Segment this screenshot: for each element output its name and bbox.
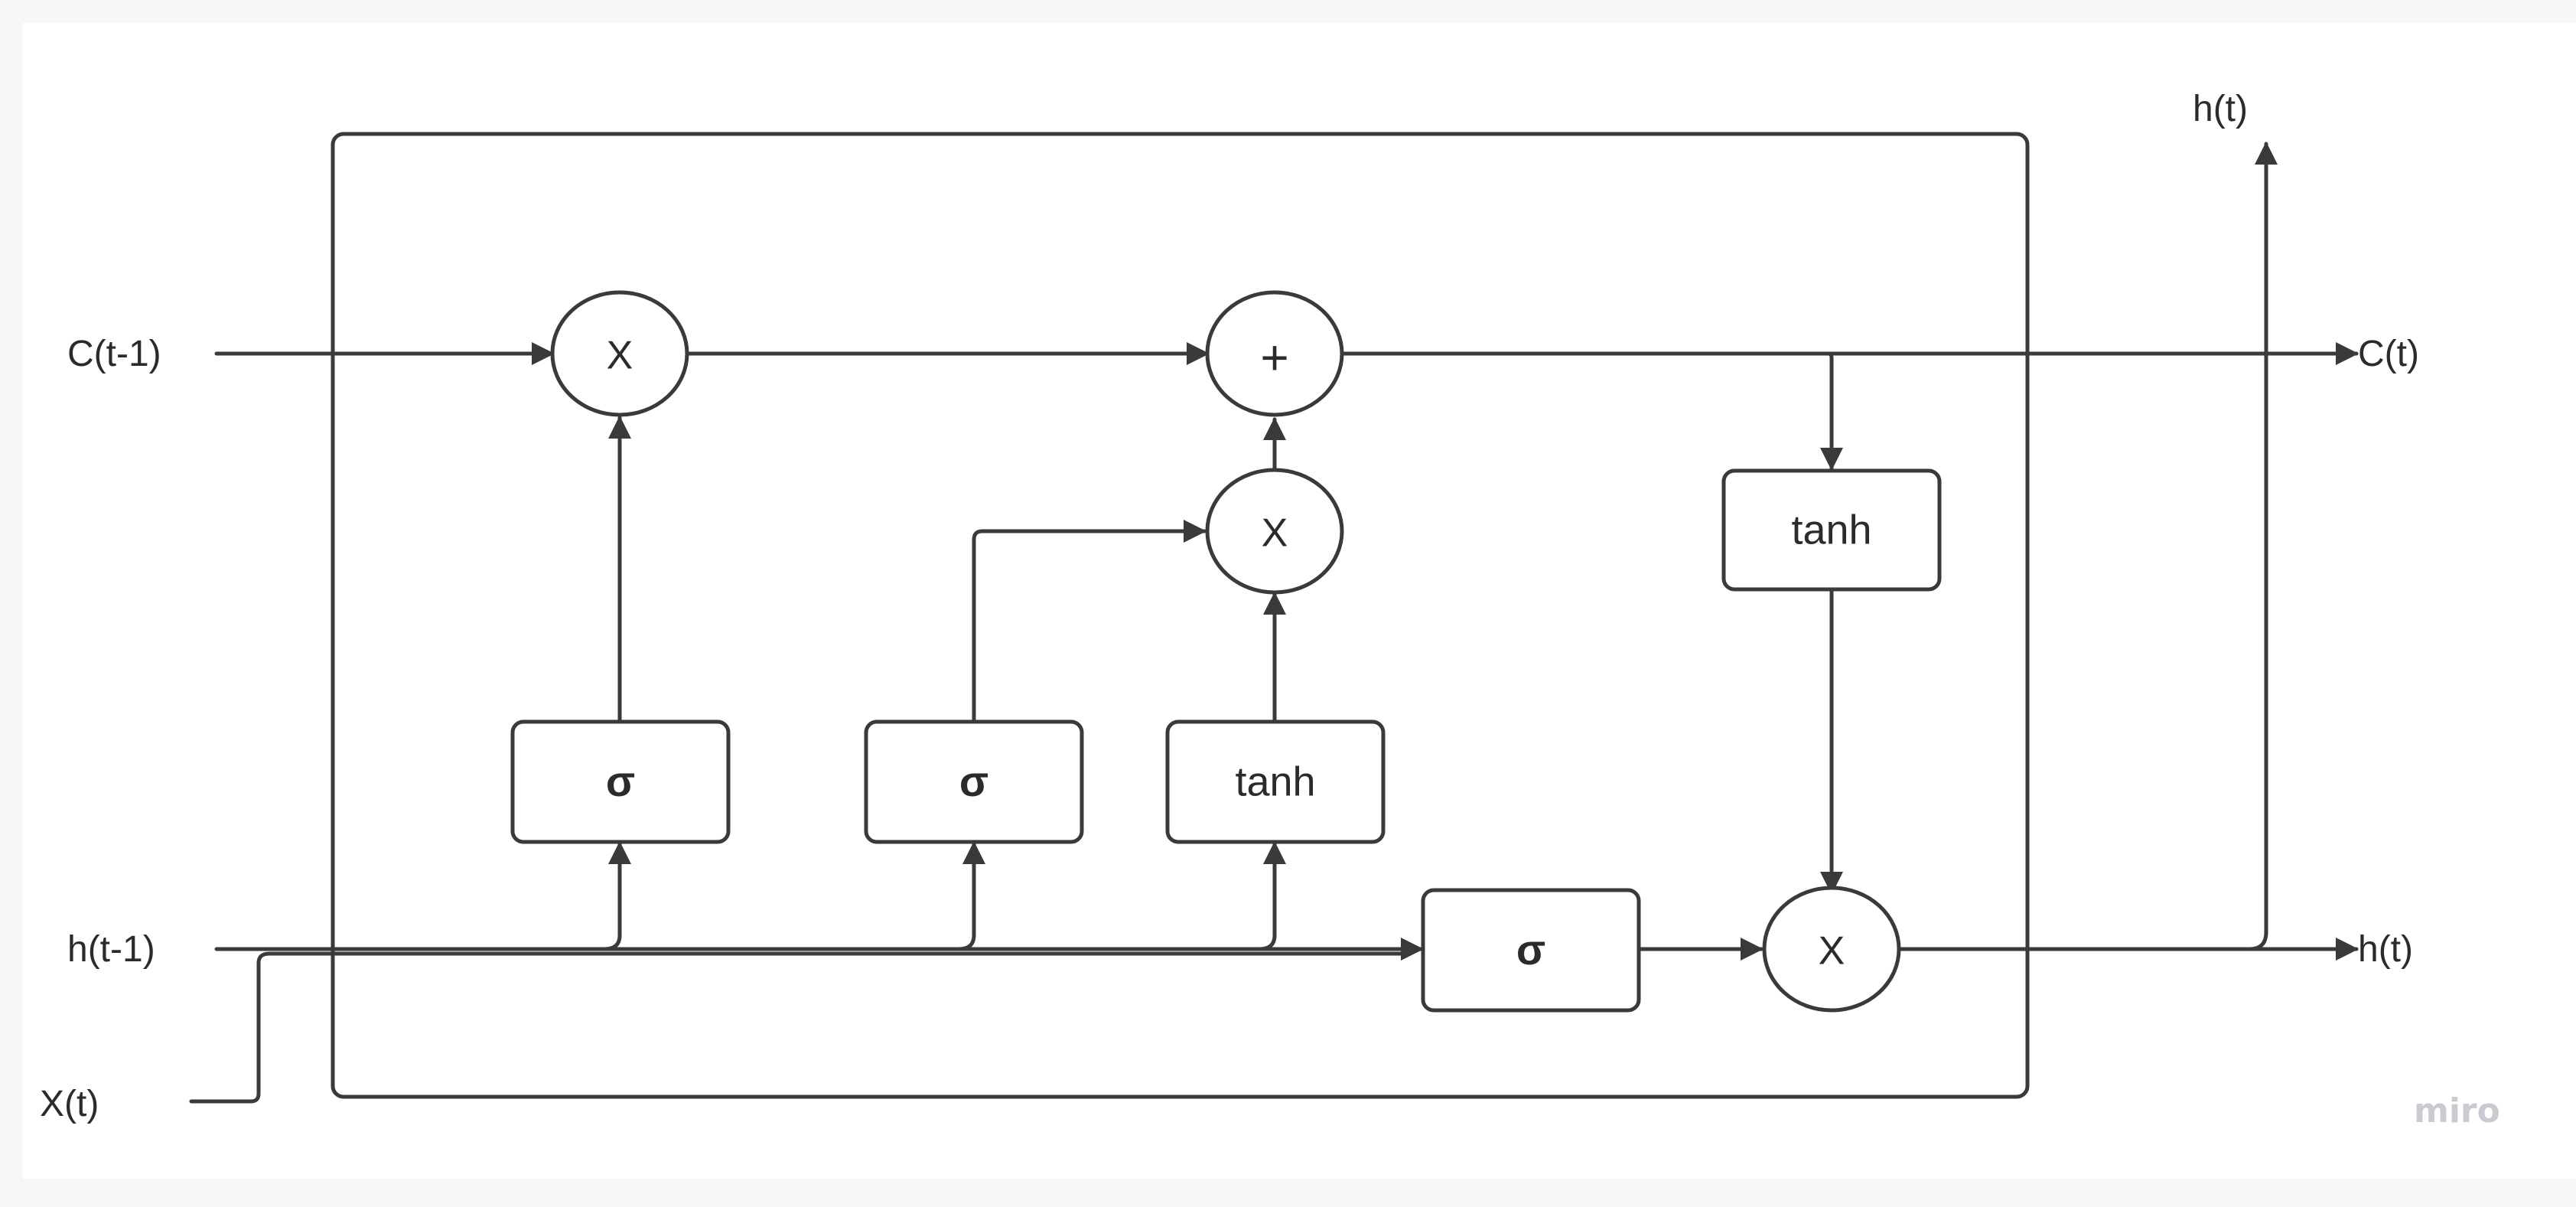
wire-output-to-htop xyxy=(2247,142,2278,951)
forget-gate-label: σ xyxy=(606,757,635,805)
wire-bus-to-candidate xyxy=(1257,841,1286,951)
forget-gate-box: σ xyxy=(510,719,731,844)
output-gate-label: σ xyxy=(1516,925,1545,974)
output-label-c-out: C(t) xyxy=(2358,334,2419,374)
cell-tanh-label: tanh xyxy=(1791,507,1871,553)
input-gate-box: σ xyxy=(864,719,1084,844)
output-mult-node: X xyxy=(1762,886,1901,1013)
wire-cell-to-tanh xyxy=(1819,351,1843,471)
output-mult-label: X xyxy=(1819,929,1845,974)
wire-input-gate-to-mult xyxy=(972,520,1207,724)
cell-add-node: + xyxy=(1205,290,1344,417)
miro-watermark: miro xyxy=(2414,1091,2500,1130)
input-label-h-prev: h(t-1) xyxy=(67,929,155,970)
candidate-tanh-label: tanh xyxy=(1235,758,1315,804)
cell-frame xyxy=(331,132,2030,1099)
input-mult-node: X xyxy=(1205,468,1344,595)
input-gate-label: σ xyxy=(959,757,988,805)
output-gate-box: σ xyxy=(1421,888,1641,1013)
forget-mult-node: X xyxy=(550,290,689,417)
forget-mult-label: X xyxy=(607,334,633,378)
cell-add-label: + xyxy=(1260,330,1288,385)
wire-bus-to-input-gate xyxy=(956,841,985,951)
candidate-tanh-box: tanh xyxy=(1165,719,1386,844)
input-label-x-t: X(t) xyxy=(40,1084,99,1124)
input-mult-label: X xyxy=(1262,511,1288,556)
wire-xt-join xyxy=(189,951,1410,1104)
output-label-h-out: h(t) xyxy=(2358,929,2413,970)
cell-tanh-box: tanh xyxy=(1721,468,1942,592)
canvas xyxy=(23,23,2576,1179)
wire-bus-to-forget-gate xyxy=(602,841,631,951)
input-label-c-prev: C(t-1) xyxy=(67,334,161,374)
output-label-h-top: h(t) xyxy=(2193,89,2248,129)
